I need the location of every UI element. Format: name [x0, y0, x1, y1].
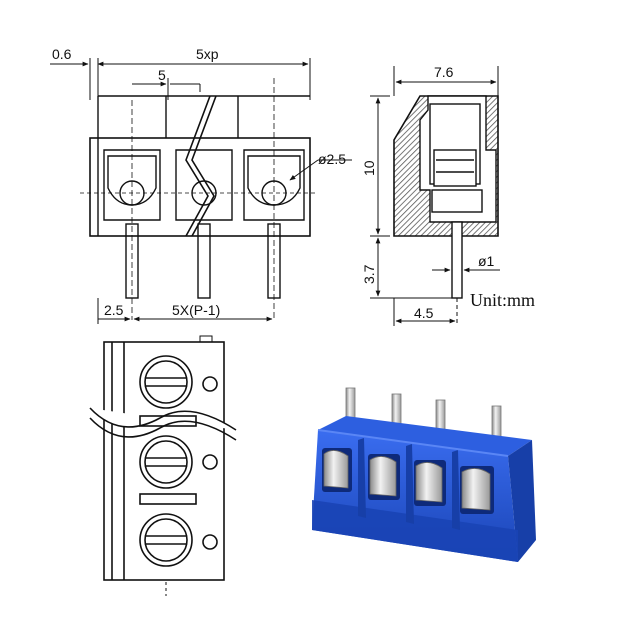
dim-total: 5xp: [196, 46, 219, 62]
dim-span: 5X(P-1): [172, 302, 220, 318]
terminal-block-render: [312, 387, 536, 562]
dim-offset: 0.6: [52, 46, 72, 62]
dim-pitch: 5: [158, 67, 166, 83]
top-view: [89, 335, 237, 596]
front-view: [50, 58, 352, 324]
dim-height: 10: [361, 160, 377, 176]
dim-hole: ø2.5: [318, 151, 346, 167]
dim-pin-pos: 4.5: [414, 305, 434, 321]
dim-edge: 2.5: [104, 302, 124, 318]
unit-label: Unit:mm: [470, 290, 535, 310]
side-view: [370, 66, 500, 326]
dim-pin-dia: ø1: [478, 253, 495, 269]
dim-pin-len: 3.7: [361, 264, 377, 284]
dim-width: 7.6: [434, 64, 454, 80]
